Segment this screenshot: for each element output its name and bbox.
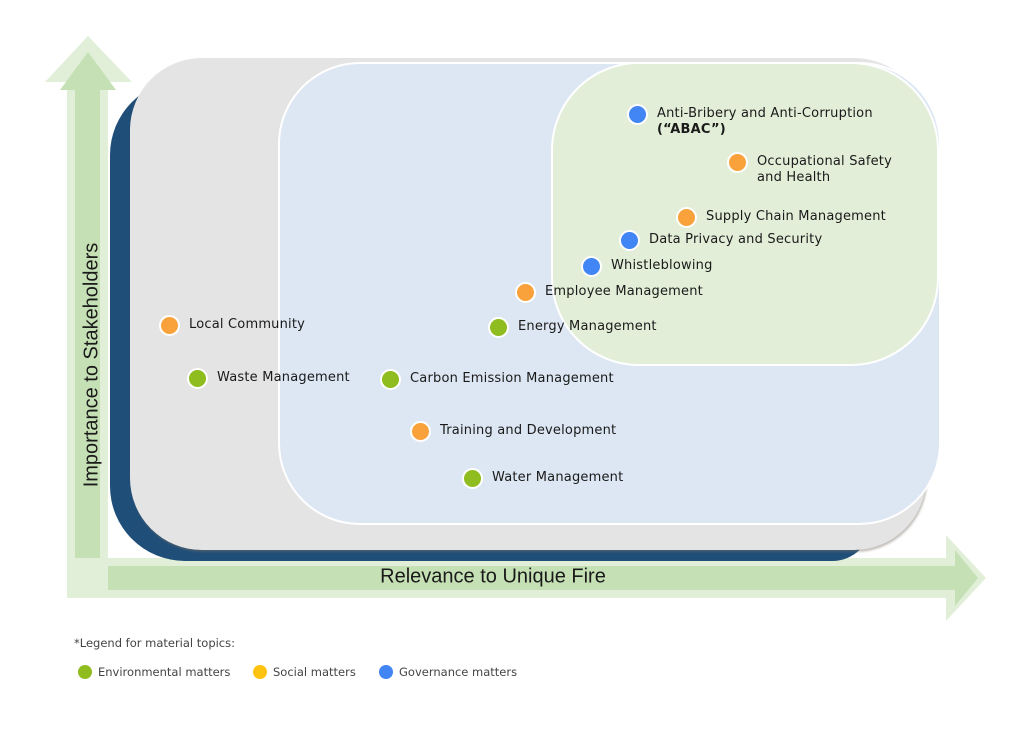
topic-supply-chain: Supply Chain Management [676, 207, 886, 228]
environmental-dot-icon [462, 468, 483, 489]
topic-label: Supply Chain Management [706, 209, 886, 224]
environmental-dot-icon [187, 368, 208, 389]
legend-label: Social matters [273, 665, 356, 679]
topic-whistleblowing: Whistleblowing [581, 256, 713, 277]
topic-label: Employee Management [545, 284, 703, 299]
topic-energy-management: Energy Management [488, 317, 657, 338]
social-dot-icon [515, 282, 536, 303]
legend-item-governance: Governance matters [379, 665, 517, 679]
legend-item-social: Social matters [253, 665, 356, 679]
topic-label: Training and Development [440, 423, 617, 438]
social-dot-icon [159, 315, 180, 336]
topic-training-development: Training and Development [410, 421, 617, 442]
y-axis-label: Importance to Stakeholders [80, 242, 103, 488]
topic-label: Waste Management [217, 370, 350, 385]
governance-dot-icon [379, 665, 393, 679]
topic-label: Local Community [189, 317, 306, 332]
topic-occupational-safety: Occupational Safety and Health [727, 152, 902, 186]
topic-abac: Anti-Bribery and Anti-Corruption(“ABAC”) [627, 104, 873, 138]
x-axis-label: Relevance to Unique Fire [380, 565, 606, 588]
topic-label: Water Management [492, 470, 624, 485]
topic-label: Carbon Emission Management [410, 371, 614, 386]
social-dot-icon [410, 421, 431, 442]
topic-employee-management: Employee Management [515, 282, 703, 303]
topic-label: Occupational Safety and Health [757, 154, 892, 185]
topic-water-management: Water Management [462, 468, 624, 489]
social-dot-icon [676, 207, 697, 228]
topic-waste-management: Waste Management [187, 368, 350, 389]
governance-dot-icon [581, 256, 602, 277]
topic-data-privacy: Data Privacy and Security [619, 230, 823, 251]
topic-label: Data Privacy and Security [649, 232, 823, 247]
governance-dot-icon [627, 104, 648, 125]
topic-local-community: Local Community [159, 315, 306, 336]
topic-label: Energy Management [518, 319, 657, 334]
legend-label: Environmental matters [98, 665, 231, 679]
legend-label: Governance matters [399, 665, 518, 679]
social-dot-icon [727, 152, 748, 173]
topic-carbon-emission: Carbon Emission Management [380, 369, 614, 390]
topic-label: Whistleblowing [611, 258, 713, 273]
topic-label-bold: (“ABAC”) [657, 122, 726, 137]
environmental-dot-icon [488, 317, 509, 338]
legend-item-environmental: Environmental matters [78, 665, 230, 679]
environmental-dot-icon [380, 369, 401, 390]
topic-label: Anti-Bribery and Anti-Corruption [657, 106, 873, 121]
social-dot-icon [253, 665, 267, 679]
y-axis-arrow [45, 36, 132, 598]
governance-dot-icon [619, 230, 640, 251]
environmental-dot-icon [78, 665, 92, 679]
x-axis-arrow [67, 535, 986, 621]
legend-title: *Legend for material topics: [74, 636, 235, 650]
high-importance-zone [551, 62, 939, 366]
